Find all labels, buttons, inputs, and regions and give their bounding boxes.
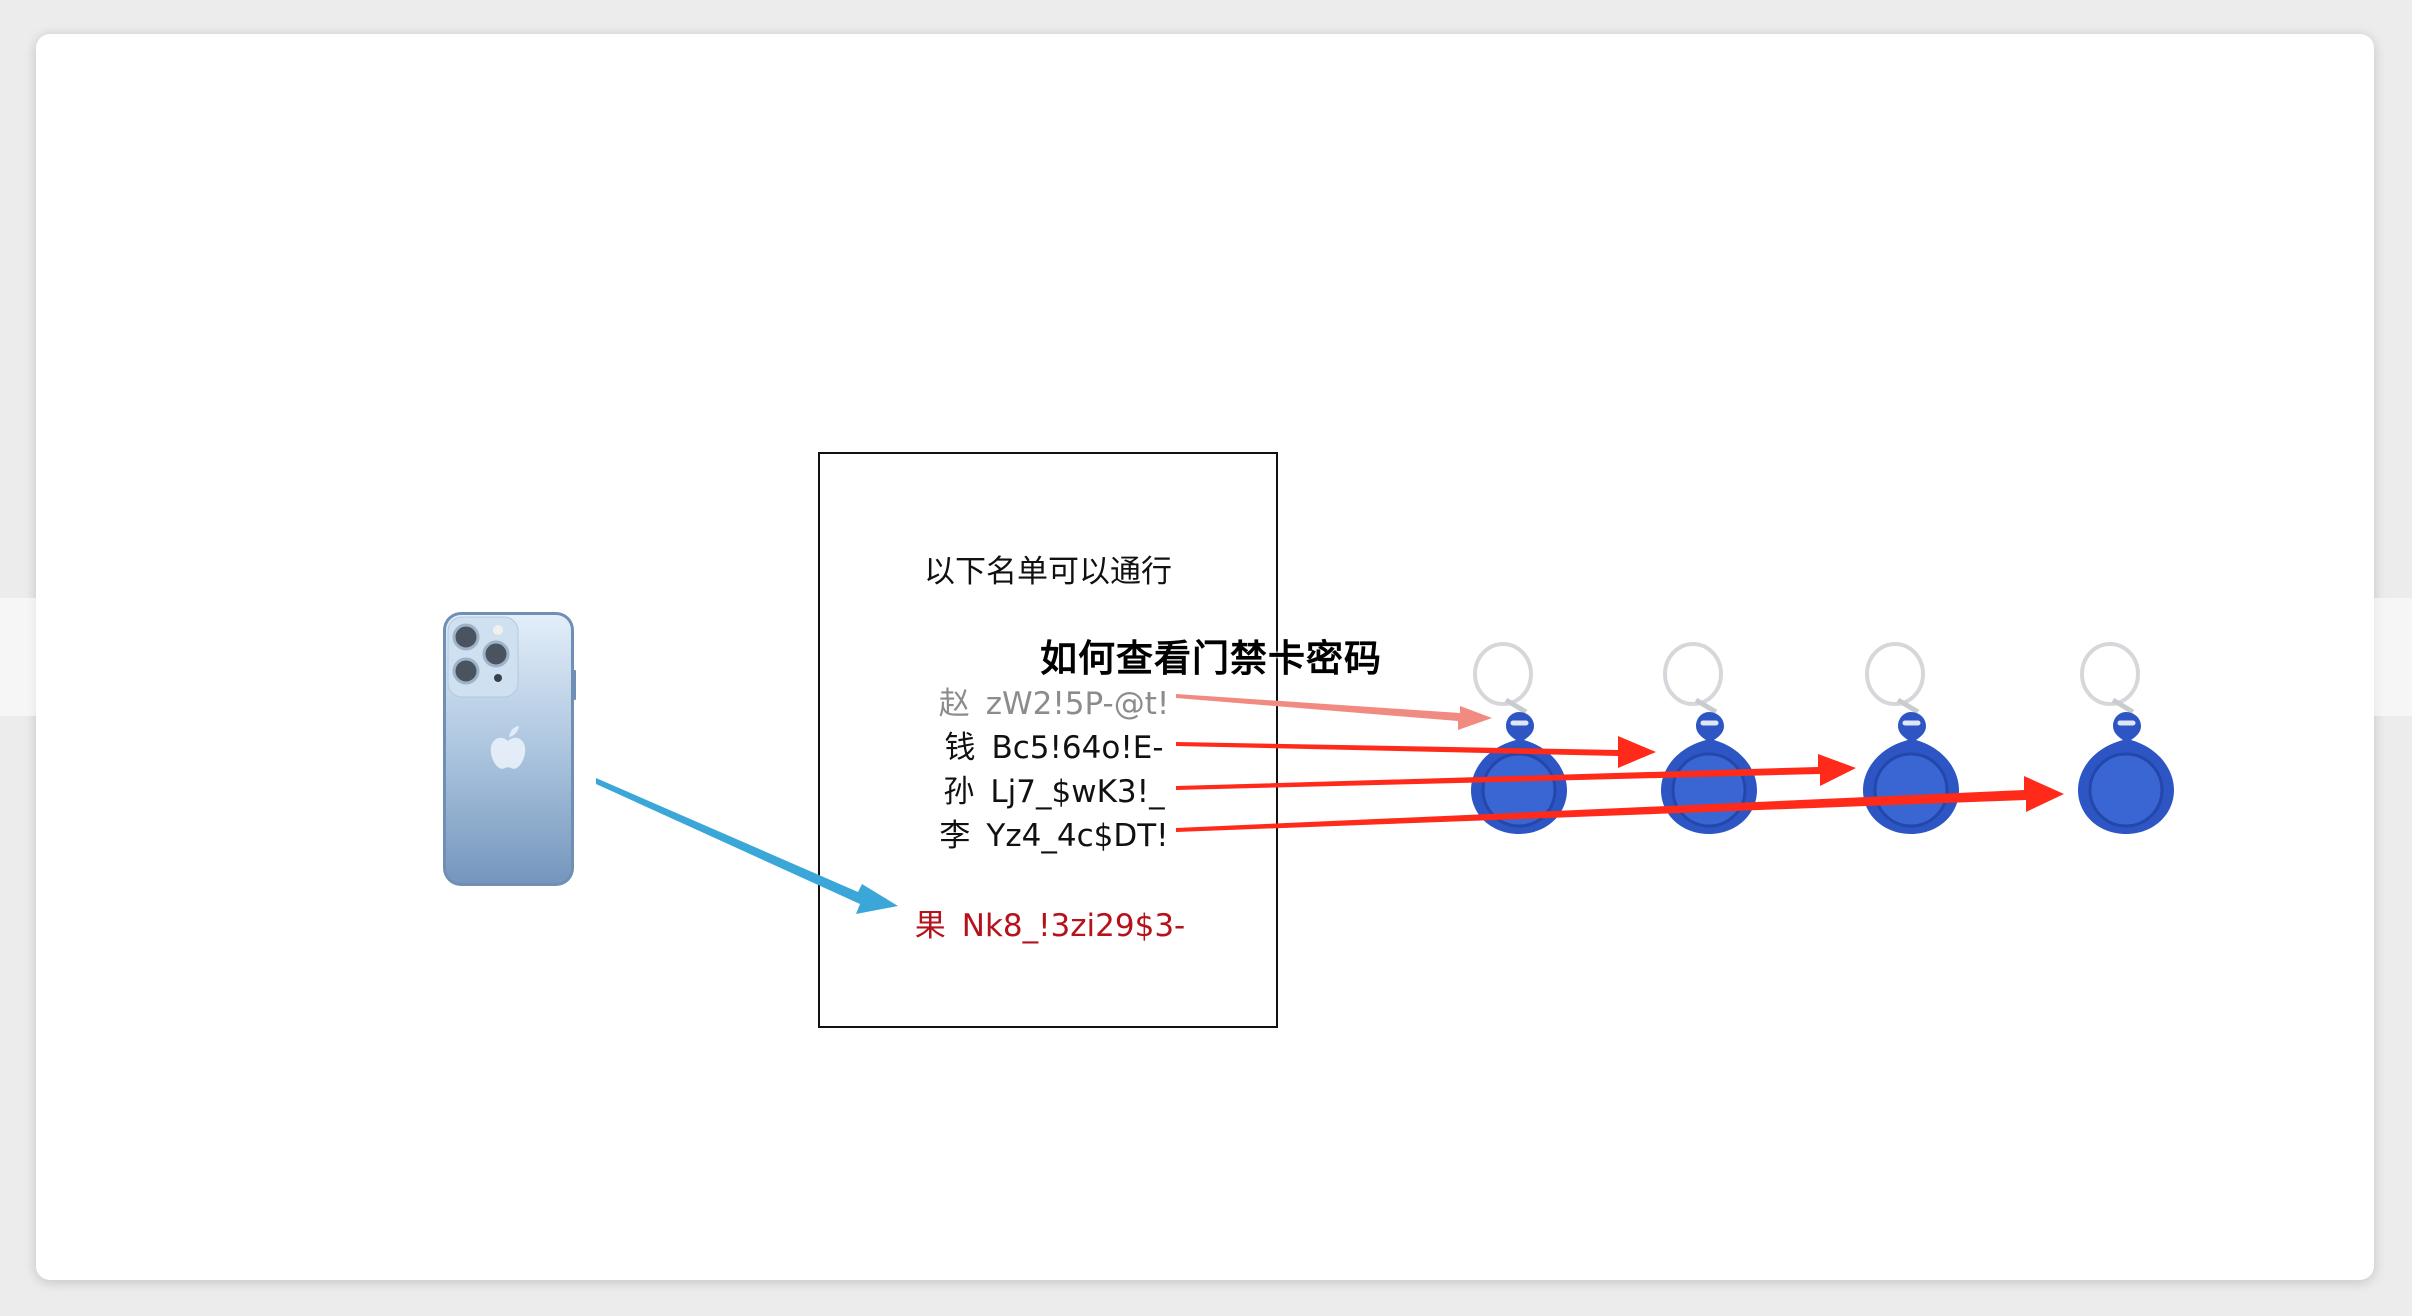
key-fob-icon bbox=[2078, 642, 2174, 834]
list-entry-highlighted: 果 Nk8_!3zi29$3- bbox=[820, 900, 1280, 945]
key-fob-icon bbox=[1661, 642, 1757, 834]
apple-logo-icon bbox=[490, 726, 526, 769]
entry-name: 李 bbox=[939, 818, 971, 854]
entry-code: Nk8_!3zi29$3- bbox=[961, 908, 1186, 944]
list-heading: 以下名单可以通行 bbox=[924, 554, 1172, 590]
entry-name: 果 bbox=[914, 908, 946, 944]
iphone-icon bbox=[443, 612, 576, 886]
entry-name: 孙 bbox=[943, 774, 975, 810]
access-list-box: 以下名单可以通行 赵 zW2!5P-@t! 钱 Bc5!64o!E- 孙 Lj7_$w… bbox=[818, 452, 1278, 1028]
list-entry: 李 Yz4_4c$DT! bbox=[820, 810, 1288, 855]
key-fob-icon bbox=[1471, 642, 1567, 834]
entry-code: Bc5!64o!E- bbox=[991, 730, 1164, 766]
page-title: 如何查看门禁卡密码 bbox=[1040, 637, 1382, 680]
entry-code: Yz4_4c$DT! bbox=[986, 818, 1169, 854]
entry-name: 赵 bbox=[938, 686, 970, 722]
list-entry: 钱 Bc5!64o!E- bbox=[820, 722, 1288, 767]
list-entry: 孙 Lj7_$wK3!_ bbox=[820, 766, 1288, 811]
entry-name: 钱 bbox=[944, 730, 976, 766]
entry-code: zW2!5P-@t! bbox=[985, 686, 1170, 722]
list-entry: 赵 zW2!5P-@t! bbox=[820, 678, 1288, 723]
key-fob-icon bbox=[1863, 642, 1959, 834]
entry-code: Lj7_$wK3!_ bbox=[990, 774, 1165, 810]
